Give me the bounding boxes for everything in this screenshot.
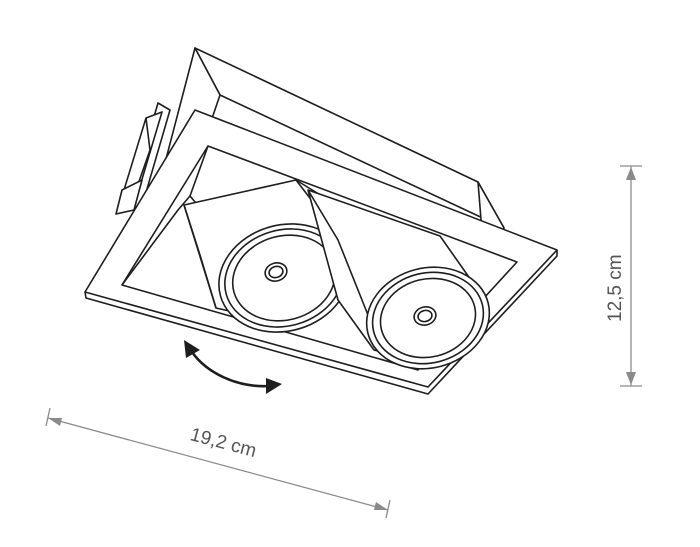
spotlight-left bbox=[183, 179, 351, 333]
height-dimension bbox=[620, 165, 642, 387]
rotation-arrow-icon bbox=[184, 340, 282, 394]
width-dimension-label: 19,2 cm bbox=[188, 424, 259, 462]
mounting-clip bbox=[115, 102, 171, 215]
height-dimension-label: 12,5 cm bbox=[605, 254, 626, 322]
width-dimension bbox=[45, 407, 391, 519]
spotlight-right bbox=[307, 189, 491, 370]
